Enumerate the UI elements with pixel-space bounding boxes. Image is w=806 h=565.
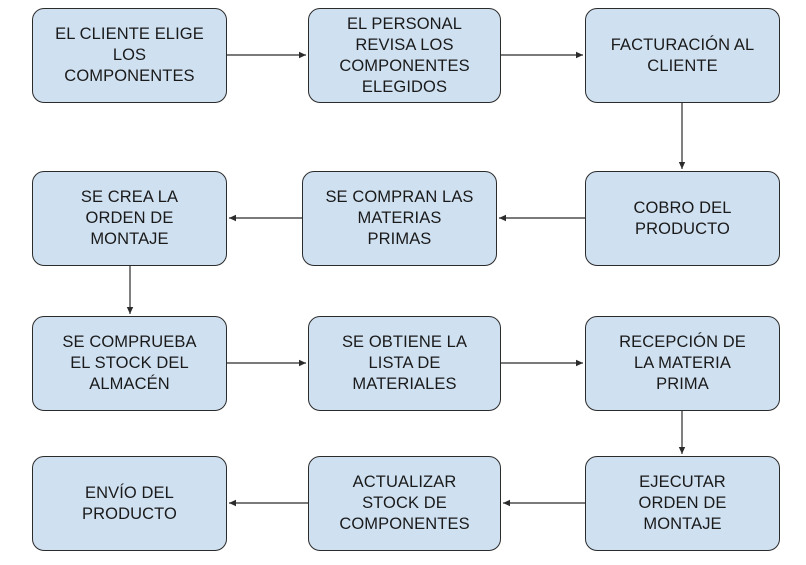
flow-box-cobro: COBRO DEL PRODUCTO [585, 171, 780, 266]
flow-box-label: EL PERSONAL REVISA LOS COMPONENTES ELEGI… [339, 14, 470, 96]
flow-box-envio: ENVÍO DEL PRODUCTO [32, 456, 227, 551]
flow-box-compran-materias: SE COMPRAN LAS MATERIAS PRIMAS [302, 171, 497, 266]
flow-box-recepcion-materia: RECEPCIÓN DE LA MATERIA PRIMA [585, 316, 780, 411]
flow-box-crea-orden: SE CREA LA ORDEN DE MONTAJE [32, 171, 227, 266]
flow-box-label: ENVÍO DEL PRODUCTO [82, 483, 177, 523]
flow-box-label: SE OBTIENE LA LISTA DE MATERIALES [341, 333, 468, 393]
flow-box-comprueba-stock: SE COMPRUEBA EL STOCK DEL ALMACÉN [32, 316, 227, 411]
flow-box-lista-materiales: SE OBTIENE LA LISTA DE MATERIALES [308, 316, 501, 411]
flow-box-label: SE COMPRAN LAS MATERIAS PRIMAS [325, 188, 474, 248]
flow-box-label: COBRO DEL PRODUCTO [633, 198, 732, 238]
flow-box-label: RECEPCIÓN DE LA MATERIA PRIMA [619, 333, 746, 393]
flow-box-facturacion: FACTURACIÓN AL CLIENTE [585, 8, 780, 103]
flow-box-label: SE CREA LA ORDEN DE MONTAJE [80, 188, 179, 248]
flow-box-personal-revisa: EL PERSONAL REVISA LOS COMPONENTES ELEGI… [308, 8, 501, 103]
flow-box-label: EL CLIENTE ELIGE LOS COMPONENTES [55, 25, 204, 85]
flow-box-label: FACTURACIÓN AL CLIENTE [610, 35, 755, 75]
flow-box-actualizar-stock: ACTUALIZAR STOCK DE COMPONENTES [308, 456, 501, 551]
flow-box-label: ACTUALIZAR STOCK DE COMPONENTES [339, 473, 470, 533]
flow-box-label: SE COMPRUEBA EL STOCK DEL ALMACÉN [62, 333, 197, 393]
flow-box-ejecutar-orden: EJECUTAR ORDEN DE MONTAJE [585, 456, 780, 551]
flow-box-label: EJECUTAR ORDEN DE MONTAJE [638, 473, 727, 533]
flow-box-cliente-elige: EL CLIENTE ELIGE LOS COMPONENTES [32, 8, 227, 103]
